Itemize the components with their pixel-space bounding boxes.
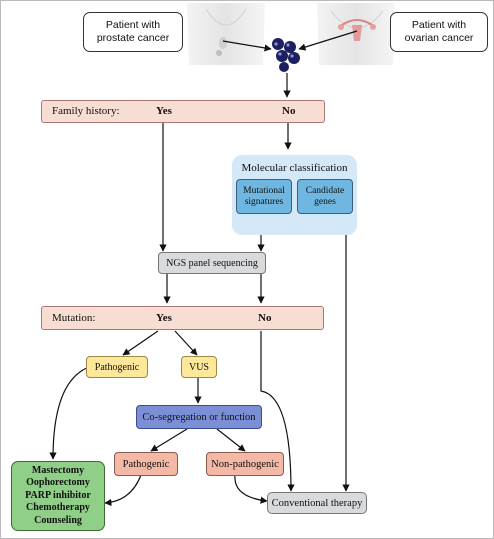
mutation-label: Mutation: bbox=[52, 312, 96, 324]
vus-box: VUS bbox=[181, 356, 217, 378]
candidate-genes-box: Candidate genes bbox=[297, 179, 353, 214]
arrow-yes-to-vus bbox=[174, 330, 198, 356]
arrow-coseg-to-nonpathogenic bbox=[216, 428, 246, 452]
treatment-item: PARP inhibitor bbox=[25, 489, 91, 501]
treatment-item: Chemotherapy bbox=[26, 502, 90, 514]
arrow-yes-to-pathogenic bbox=[122, 330, 159, 356]
mutational-signatures-box: Mutational signatures bbox=[236, 179, 292, 214]
prostate-patient-box: Patient with prostate cancer bbox=[83, 12, 183, 52]
male-pelvis-icon bbox=[187, 3, 265, 65]
non-pathogenic-box: Non-pathogenic bbox=[206, 452, 284, 476]
arrow-coseg-to-pathogenic bbox=[150, 428, 188, 452]
treatment-item: Mastectomy bbox=[31, 464, 85, 476]
family-history-no: No bbox=[282, 105, 296, 117]
family-history-yes: Yes bbox=[156, 105, 172, 117]
treatment-options-box: Mastectomy Oophorectomy PARP inhibitor C… bbox=[11, 461, 105, 531]
arrow-pathogenic-to-treatment bbox=[49, 366, 90, 460]
mutation-no: No bbox=[258, 312, 272, 324]
cosegregation-box: Co-segregation or function bbox=[136, 405, 262, 429]
ovarian-patient-box: Patient with ovarian cancer bbox=[390, 12, 488, 52]
mutation-bar: Mutation: Yes No bbox=[41, 306, 324, 330]
conventional-therapy-box: Conventional therapy bbox=[267, 492, 367, 514]
treatment-item: Oophorectomy bbox=[26, 477, 90, 489]
treatment-item: Counseling bbox=[34, 514, 82, 526]
ngs-panel-box: NGS panel sequencing bbox=[158, 252, 266, 274]
arrow-ovarian-to-cells bbox=[298, 30, 358, 51]
pathogenic-box: Pathogenic bbox=[86, 356, 148, 378]
arrow-pathogenic2-to-treatment bbox=[104, 474, 142, 507]
molecular-classification-title: Molecular classification bbox=[241, 162, 348, 174]
arrow-prostate-to-cells bbox=[222, 40, 272, 52]
arrow-no-to-conventional bbox=[260, 331, 295, 492]
family-history-bar: Family history: Yes No bbox=[41, 100, 325, 123]
arrow-nonpathogenic-to-conventional bbox=[234, 474, 268, 504]
female-pelvis-icon bbox=[317, 3, 395, 65]
family-history-label: Family history: bbox=[52, 105, 120, 117]
mutation-yes: Yes bbox=[156, 312, 172, 324]
tumor-cells-icon bbox=[272, 38, 300, 72]
pathogenic-result-box: Pathogenic bbox=[114, 452, 178, 476]
